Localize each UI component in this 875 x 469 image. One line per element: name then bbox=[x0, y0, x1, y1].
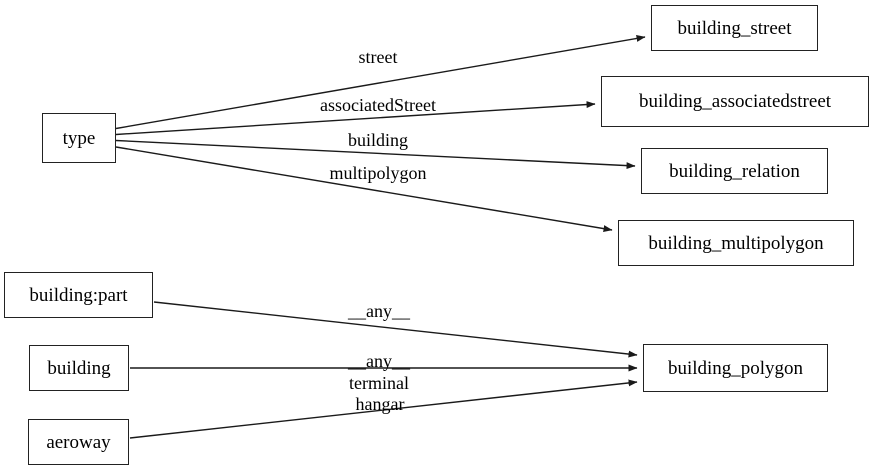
edge-label-hangar: hangar bbox=[355, 394, 405, 414]
node-type[interactable]: type bbox=[42, 113, 116, 163]
node-building-polygon-label: building_polygon bbox=[667, 357, 804, 379]
node-type-label: type bbox=[62, 127, 96, 149]
edge-type-building_relation bbox=[115, 139, 636, 170]
node-building-multipolygon-label: building_multipolygon bbox=[648, 232, 824, 254]
edge-label-street: street bbox=[358, 47, 398, 67]
node-building-label: building bbox=[47, 357, 111, 379]
node-building-street[interactable]: building_street bbox=[651, 5, 818, 51]
node-aeroway-label: aeroway bbox=[46, 431, 111, 453]
node-building-part-label: building:part bbox=[29, 284, 128, 306]
edge-label-terminal: terminal bbox=[349, 373, 409, 393]
node-building-polygon[interactable]: building_polygon bbox=[643, 344, 828, 392]
node-building-associatedstreet[interactable]: building_associatedstreet bbox=[601, 76, 869, 127]
edge-label-building: building bbox=[347, 130, 409, 150]
edge-label-associatedstreet: associatedStreet bbox=[320, 95, 436, 115]
edge-label-multipolygon: multipolygon bbox=[329, 163, 427, 183]
edge-type-building_associatedstreet bbox=[115, 101, 596, 136]
node-building-part[interactable]: building:part bbox=[4, 272, 153, 318]
edge-building_part-building_polygon bbox=[153, 301, 638, 358]
edge-type-building_street bbox=[115, 34, 646, 130]
node-building[interactable]: building bbox=[29, 345, 129, 391]
node-aeroway[interactable]: aeroway bbox=[28, 419, 129, 465]
node-building-multipolygon[interactable]: building_multipolygon bbox=[618, 220, 854, 266]
edge-aeroway-building_polygon bbox=[129, 379, 638, 439]
node-building-associatedstreet-label: building_associatedstreet bbox=[638, 91, 832, 112]
edge-label-any-building-part: __any__ bbox=[348, 301, 410, 321]
node-building-relation-label: building_relation bbox=[669, 160, 800, 182]
edge-type-building_multipolygon bbox=[115, 146, 613, 233]
node-building-street-label: building_street bbox=[677, 17, 792, 39]
edge-label-any-building: __any__ bbox=[348, 351, 410, 371]
node-building-relation[interactable]: building_relation bbox=[641, 148, 828, 194]
